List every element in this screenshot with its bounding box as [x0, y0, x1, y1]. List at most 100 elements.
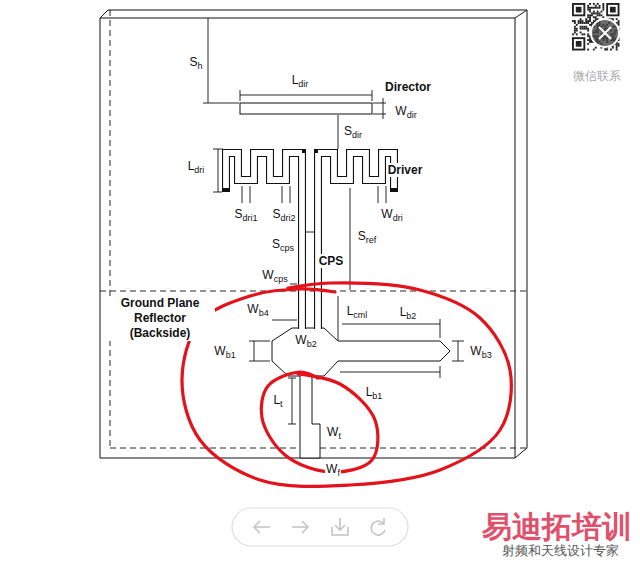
dimension-symbol: Wdir	[394, 104, 417, 119]
qr-module	[595, 47, 597, 49]
dimension-line	[342, 324, 440, 325]
qr-module	[589, 3, 591, 5]
qr-finder	[576, 41, 582, 47]
qr-module	[582, 28, 584, 30]
dimension-tick	[249, 361, 270, 362]
dimension-symbol: Wb3	[469, 344, 492, 359]
qr-module	[580, 32, 582, 34]
qr-module	[612, 47, 614, 49]
qr-module	[580, 18, 582, 20]
dimension-tick	[452, 361, 464, 362]
qr-module	[589, 24, 591, 26]
qr-module	[595, 16, 597, 18]
dimension-tick	[378, 186, 379, 203]
dimension-tick	[306, 232, 314, 233]
qr-module	[583, 22, 585, 24]
qr-module	[593, 49, 595, 51]
qr-module	[601, 11, 603, 13]
qr-module	[585, 18, 587, 20]
qr-module	[589, 39, 591, 41]
dimension-tick	[288, 424, 296, 425]
qr-module	[589, 20, 591, 22]
dimension-tick	[213, 192, 222, 193]
qr-module	[602, 3, 604, 5]
qr-module	[597, 13, 599, 15]
qr-module	[610, 49, 612, 51]
board-edge	[100, 18, 101, 458]
dimension-tick	[242, 186, 243, 203]
board-edge	[100, 10, 108, 18]
dimension-symbol: Sdri1	[233, 207, 258, 222]
part-name: CPS	[318, 254, 345, 268]
qr-module	[618, 45, 620, 47]
qr-finder	[576, 7, 582, 13]
dimension-tick	[290, 284, 297, 285]
qr-module	[576, 28, 578, 30]
qr-module	[587, 16, 589, 18]
qr-module	[587, 20, 589, 22]
qr-module	[589, 7, 591, 9]
qr-module	[576, 30, 578, 32]
board-edge	[108, 10, 527, 11]
prev-icon	[254, 521, 260, 533]
qr-finder	[607, 4, 618, 15]
close-icon	[599, 27, 611, 39]
qr-module	[587, 28, 589, 30]
board-edge	[527, 10, 528, 448]
qr-module	[616, 49, 618, 51]
qr-module	[593, 13, 595, 15]
dimension-symbol: Scps	[271, 237, 295, 252]
strip-outline	[298, 153, 306, 329]
strip-fill	[226, 153, 302, 188]
dimension-symbol: Sref	[357, 229, 378, 244]
close-button	[591, 19, 619, 47]
dimension-symbol: Ldri	[187, 159, 206, 174]
watermark: 易迪拓培训	[481, 510, 633, 544]
dimension-tick	[213, 149, 223, 150]
qr-module	[578, 22, 580, 24]
board-edge	[515, 448, 527, 458]
download-icon	[332, 518, 348, 535]
qr-module	[618, 20, 620, 22]
qr-module	[587, 35, 589, 37]
next-icon	[292, 526, 308, 528]
qr-module	[602, 5, 604, 7]
dimension-tick	[440, 319, 441, 338]
qr-module	[606, 49, 608, 51]
qr-module	[583, 28, 585, 30]
qr-module	[587, 5, 589, 7]
next-icon	[302, 521, 308, 533]
qr-module	[616, 45, 618, 47]
qr-module	[599, 7, 601, 9]
qr-module	[593, 3, 595, 5]
strip-fill	[299, 153, 305, 329]
qr-module	[574, 28, 576, 30]
qr-module	[576, 24, 578, 26]
qr-module	[602, 16, 604, 18]
qr-module	[587, 22, 589, 24]
qr-module	[593, 16, 595, 18]
dimension-symbol: Sdri2	[271, 207, 296, 222]
qr-module	[616, 18, 618, 20]
qr-module	[587, 49, 589, 51]
qr-module	[593, 7, 595, 9]
dimension-symbol: Sdir	[343, 124, 363, 139]
qr-module	[585, 26, 587, 28]
dimension-line	[338, 296, 339, 340]
qr-module	[589, 41, 591, 43]
qr-module	[618, 43, 620, 45]
dimension-tick	[386, 186, 387, 203]
dimension-symbol: Ldir	[291, 73, 310, 88]
qr-module	[602, 7, 604, 9]
qr-module	[587, 14, 589, 16]
hidden-edge	[110, 10, 111, 448]
dimension-line	[340, 372, 440, 373]
dimension-symbol: Lb2	[399, 305, 418, 320]
qr-module	[591, 22, 593, 24]
qr-module	[618, 22, 620, 24]
dimension-tick	[372, 90, 373, 101]
qr-module	[574, 26, 576, 28]
qr-module	[593, 20, 595, 22]
qr-module	[593, 11, 595, 13]
